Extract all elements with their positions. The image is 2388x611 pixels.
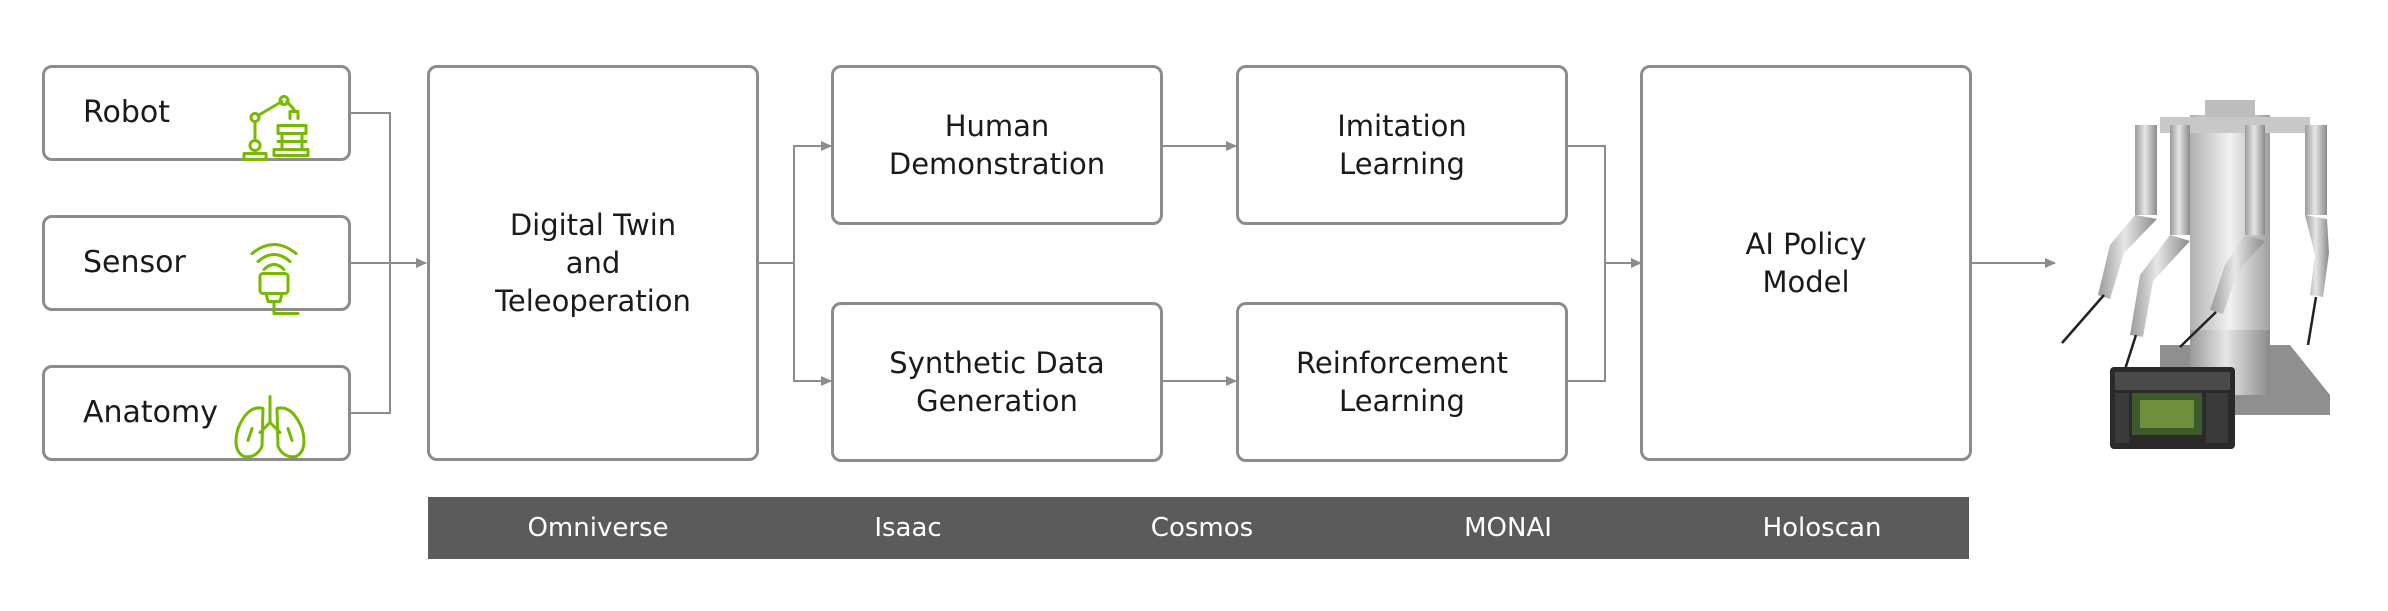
platform-isaac: Isaac xyxy=(874,513,942,543)
stage-human-demonstration-label: Human Demonstration xyxy=(888,109,1106,181)
input-anatomy-label: Anatomy xyxy=(83,395,219,430)
stage-digital-twin: Digital Twin and Teleoperation xyxy=(427,65,759,461)
robot-arm-icon xyxy=(238,54,310,173)
platform-holoscan: Holoscan xyxy=(1762,513,1882,543)
sensor-probe-icon xyxy=(238,200,310,327)
input-robot-label: Robot xyxy=(83,95,171,130)
stage-imitation-learning: Imitation Learning xyxy=(1236,65,1568,225)
input-robot: Robot xyxy=(42,65,351,161)
surgical-robot-image xyxy=(2040,95,2360,469)
stage-synthetic-data: Synthetic Data Generation xyxy=(831,302,1163,462)
platform-bar: Omniverse Isaac Cosmos MONAI Holoscan xyxy=(428,497,1969,559)
stage-ai-policy-model-label: AI Policy Model xyxy=(1745,227,1867,299)
stage-synthetic-data-label: Synthetic Data Generation xyxy=(889,346,1105,418)
connector-to-human-demo xyxy=(793,141,832,263)
stage-imitation-learning-label: Imitation Learning xyxy=(1337,109,1467,181)
lungs-icon xyxy=(230,357,310,470)
stage-digital-twin-label: Digital Twin and Teleoperation xyxy=(495,208,691,318)
platform-omniverse: Omniverse xyxy=(527,513,669,543)
connector-to-synthetic xyxy=(793,263,832,386)
stage-reinforcement-learning-label: Reinforcement Learning xyxy=(1296,346,1508,418)
input-sensor-label: Sensor xyxy=(83,245,186,280)
input-sensor: Sensor xyxy=(42,215,351,315)
platform-cosmos: Cosmos xyxy=(1150,513,1254,543)
stage-ai-policy-model: AI Policy Model xyxy=(1640,65,1972,461)
connector-learning-merge xyxy=(1567,145,1606,382)
stage-human-demonstration: Human Demonstration xyxy=(831,65,1163,225)
stage-reinforcement-learning: Reinforcement Learning xyxy=(1236,302,1568,462)
input-anatomy: Anatomy xyxy=(42,365,351,461)
platform-monai: MONAI xyxy=(1464,513,1552,543)
